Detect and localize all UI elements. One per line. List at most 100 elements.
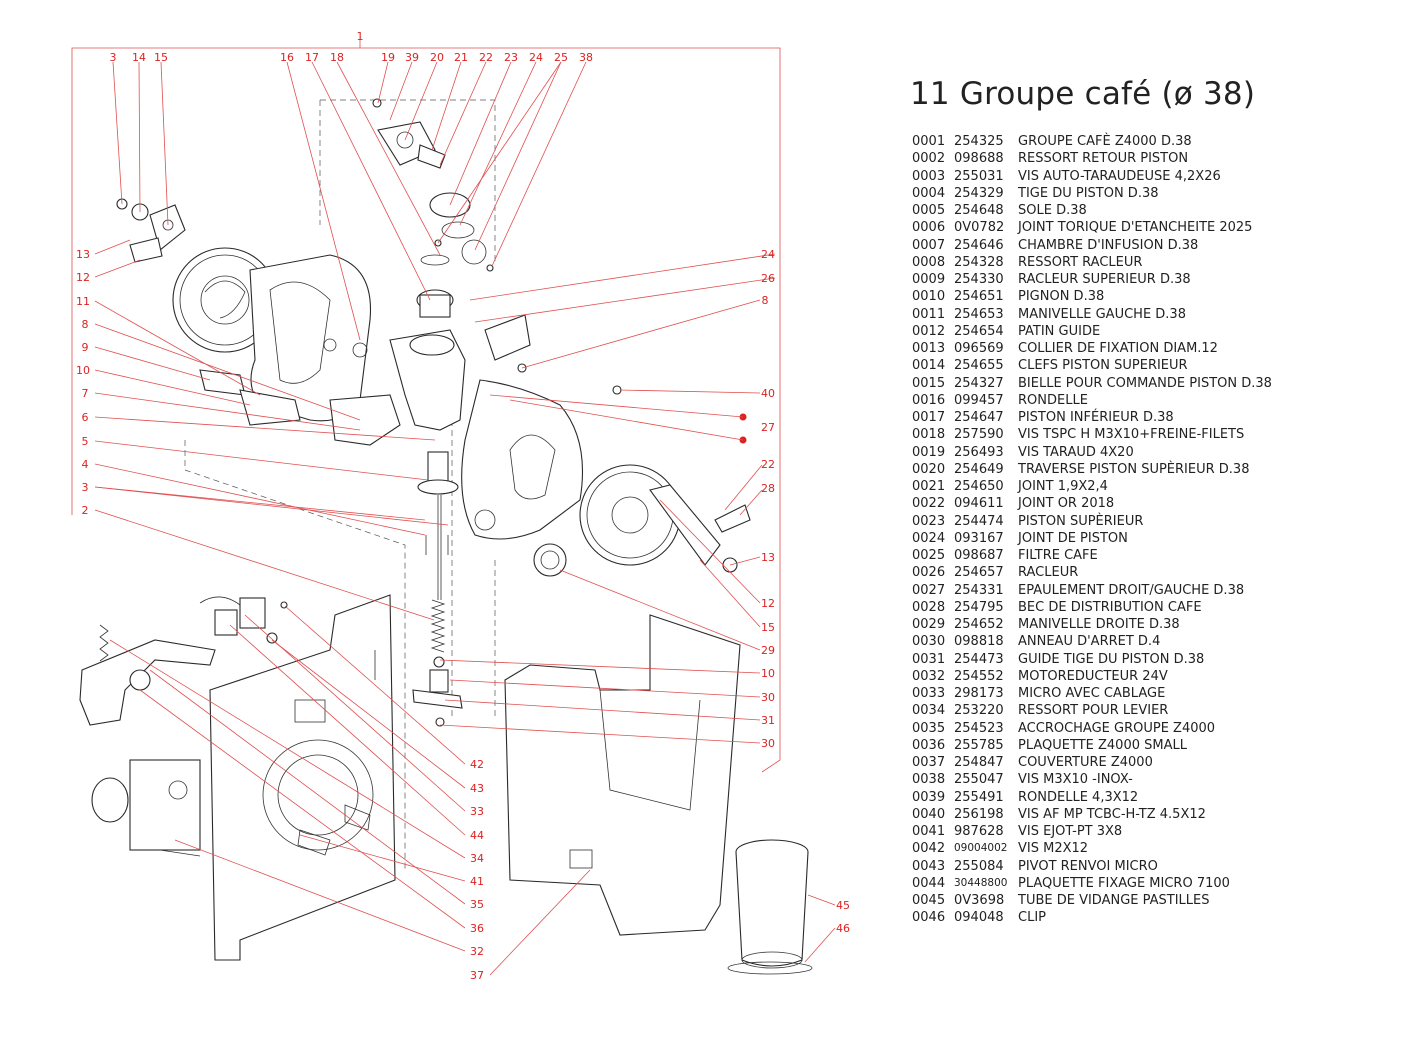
part-number: 0032 <box>912 668 946 684</box>
callout-label: 15 <box>761 621 775 634</box>
callout-label: 20 <box>430 51 444 64</box>
callout-label: 8 <box>762 294 769 307</box>
part-reference: 094611 <box>954 496 1004 512</box>
part-number: 0042 <box>912 841 946 857</box>
part-description: ANNEAU D'ARRET D.4 <box>1018 634 1161 650</box>
part-description: RESSORT POUR LEVIER <box>1018 703 1169 719</box>
callout-label: 15 <box>154 51 168 64</box>
assembly-bracket <box>71 40 781 773</box>
right-gear-assembly <box>461 379 751 577</box>
part-number: 0005 <box>912 203 946 218</box>
part-description: RONDELLE <box>1018 392 1088 408</box>
part-number: 0045 <box>912 893 946 908</box>
part-number: 0034 <box>912 703 946 719</box>
callout-label: 4 <box>82 458 89 471</box>
part-number: 0046 <box>912 910 946 926</box>
part-description: JOINT DE PISTON <box>1018 530 1128 546</box>
part-reference: 254652 <box>954 617 1004 632</box>
part-reference: 255047 <box>954 772 1004 788</box>
part-reference: 096569 <box>954 341 1004 356</box>
callout-label: 25 <box>554 51 568 64</box>
part-reference: 30448800 <box>954 876 1008 889</box>
part-number: 0033 <box>912 686 946 701</box>
callout-label: 29 <box>761 644 775 657</box>
callout-label: 21 <box>454 51 468 64</box>
part-number: 0024 <box>912 530 946 546</box>
part-reference: 253220 <box>954 703 1004 719</box>
part-reference: 298173 <box>954 686 1004 701</box>
part-number: 0020 <box>912 461 946 477</box>
callout-label: 22 <box>761 458 775 471</box>
callout-label: 31 <box>761 714 775 727</box>
piston-rod-assembly <box>412 451 463 727</box>
part-reference: 254795 <box>954 599 1004 615</box>
part-reference: 254474 <box>954 513 1004 529</box>
part-number: 0028 <box>912 599 946 615</box>
part-reference: 254328 <box>954 254 1004 270</box>
part-reference: 254648 <box>954 203 1004 218</box>
leader-lines <box>94 61 836 976</box>
part-reference: 255031 <box>954 168 1004 184</box>
part-number: 0003 <box>912 168 946 184</box>
motor-switch-assembly <box>79 596 288 857</box>
callout-label: 12 <box>76 271 90 284</box>
part-number: 0004 <box>912 185 946 201</box>
part-reference: 254647 <box>954 410 1004 425</box>
callout-label: 11 <box>76 295 90 308</box>
part-number: 0010 <box>912 289 946 305</box>
callout-label: 24 <box>529 51 543 64</box>
part-reference: 254650 <box>954 479 1004 494</box>
part-reference: 093167 <box>954 530 1004 546</box>
part-number: 0011 <box>912 306 946 322</box>
part-description: VIS M2X12 <box>1018 841 1089 857</box>
part-description: PATIN GUIDE <box>1018 323 1101 339</box>
part-description: PIGNON D.38 <box>1018 289 1105 305</box>
part-reference: 254651 <box>954 289 1004 305</box>
part-description: TIGE DU PISTON D.38 <box>1018 185 1159 201</box>
callout-label: 43 <box>470 782 484 795</box>
part-description: RESSORT RACLEUR <box>1018 254 1143 270</box>
part-description: PLAQUETTE FIXAGE MICRO 7100 <box>1018 875 1230 891</box>
part-reference: 254646 <box>954 237 1004 253</box>
part-description: PISTON SUPÈRIEUR <box>1018 513 1144 529</box>
part-number: 0002 <box>912 151 946 167</box>
part-reference: 255491 <box>954 789 1004 805</box>
part-number: 0019 <box>912 444 946 460</box>
part-reference: 098688 <box>954 151 1004 167</box>
part-number: 0037 <box>912 755 946 770</box>
part-reference: 256493 <box>954 444 1004 460</box>
part-description: MICRO AVEC CABLAGE <box>1018 686 1166 701</box>
brew-chamber-assembly <box>329 98 531 446</box>
part-number: 0043 <box>912 858 946 874</box>
part-reference: 255785 <box>954 737 1004 753</box>
callout-label: 36 <box>470 922 484 935</box>
part-description: PLAQUETTE Z4000 SMALL <box>1018 737 1187 753</box>
callout-label: 7 <box>82 387 89 400</box>
part-description: COUVERTURE Z4000 <box>1018 755 1153 770</box>
part-description: TUBE DE VIDANGE PASTILLES <box>1018 893 1210 908</box>
part-description: SOLE D.38 <box>1018 203 1087 218</box>
part-reference: 256198 <box>954 806 1004 822</box>
part-description: BEC DE DISTRIBUTION CAFE <box>1018 599 1202 615</box>
part-description: MOTOREDUCTEUR 24V <box>1018 668 1168 684</box>
part-number: 0015 <box>912 375 946 391</box>
part-description: JOINT 1,9X2,4 <box>1018 479 1108 494</box>
part-reference: 254552 <box>954 668 1004 684</box>
callout-label: 34 <box>470 852 484 865</box>
callout-label: 19 <box>381 51 395 64</box>
part-reference: 0V0782 <box>954 220 1005 236</box>
